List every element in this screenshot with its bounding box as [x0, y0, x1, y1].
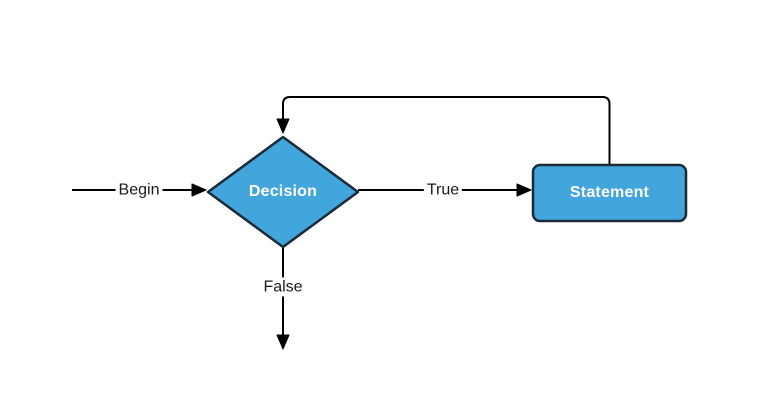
statement-rectangle-node — [531, 163, 688, 223]
false-arrowhead-icon — [276, 334, 290, 350]
begin-arrowhead-icon — [191, 183, 207, 197]
loopback-arrowhead-icon — [276, 118, 290, 134]
true-arrowhead-icon — [516, 183, 532, 197]
decision-diamond-node — [206, 135, 360, 249]
loopback-edge-line — [282, 96, 611, 165]
